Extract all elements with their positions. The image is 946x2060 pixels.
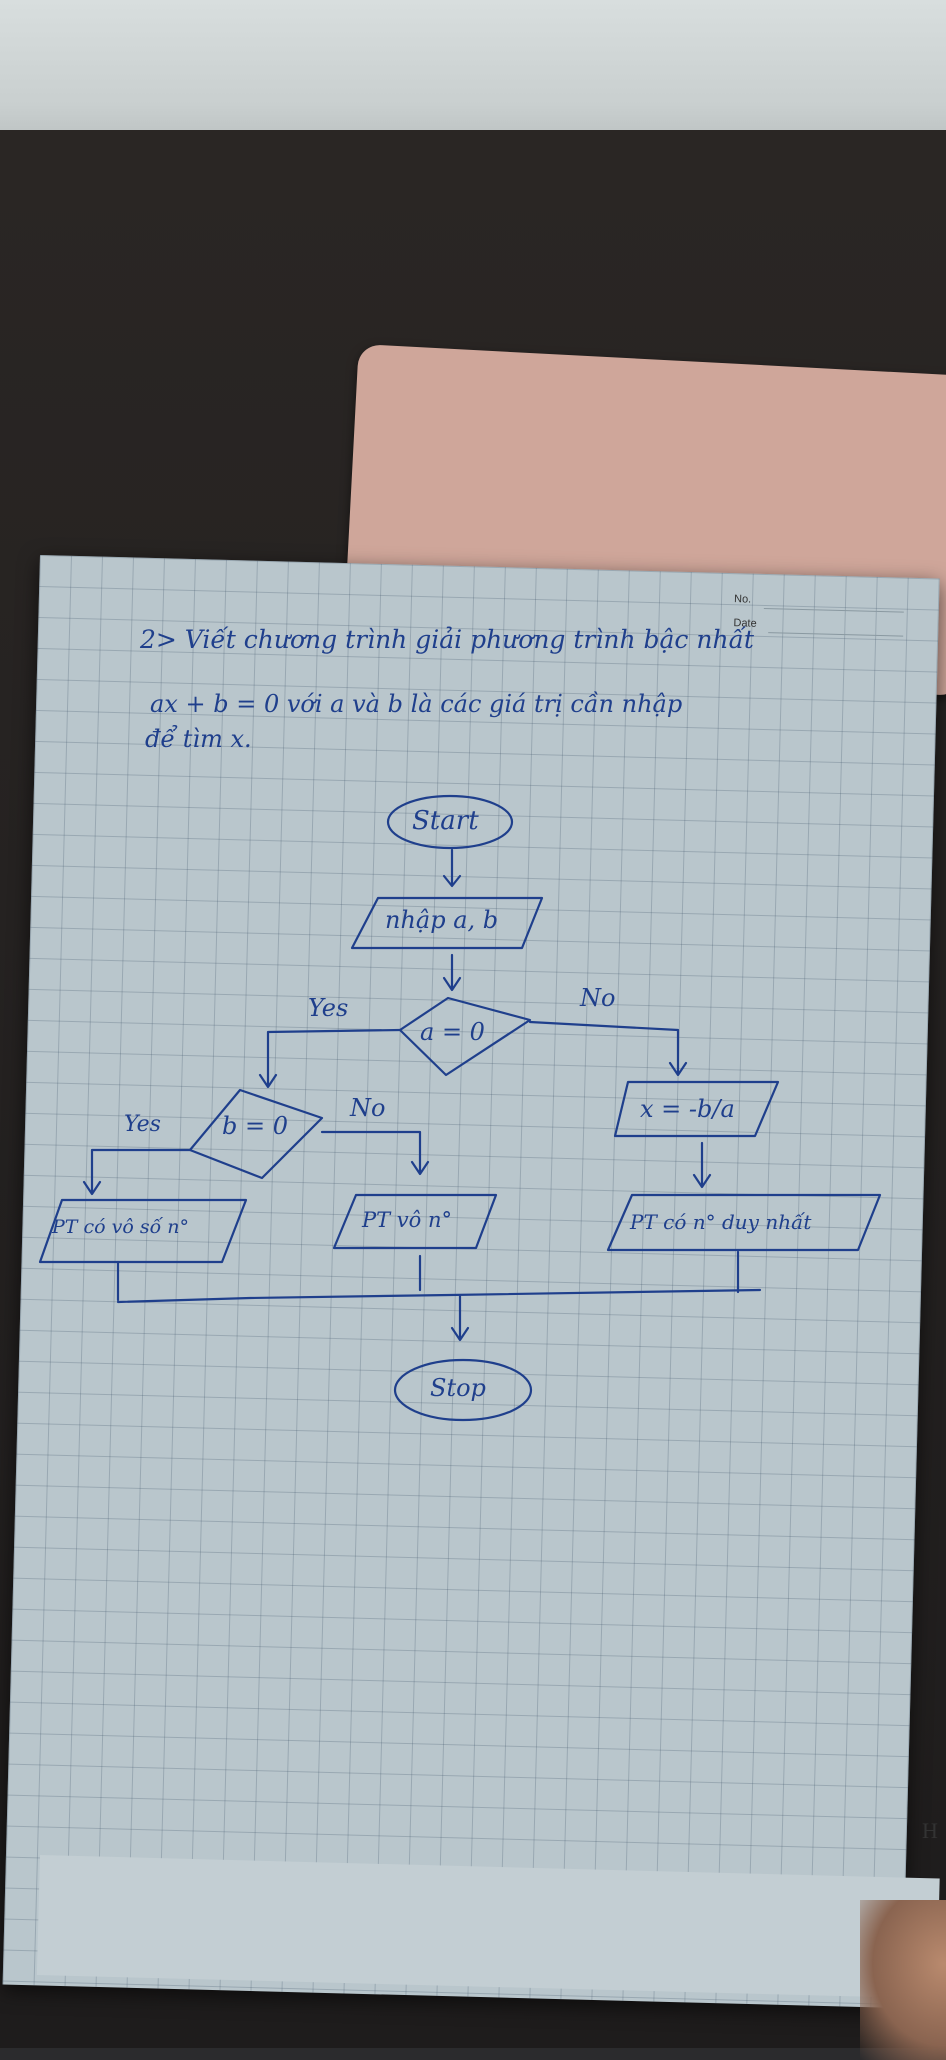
hand-fragment bbox=[860, 1900, 946, 2060]
join-line bbox=[116, 1288, 762, 1304]
problem-line-2: ax + b = 0 với a và b là các giá trị cần… bbox=[150, 690, 683, 718]
arrow-start-input bbox=[442, 848, 462, 888]
yes-a-label: Yes bbox=[308, 994, 349, 1022]
line-no-a bbox=[528, 1020, 688, 1077]
output-none-label: PT vô n° bbox=[362, 1208, 453, 1232]
problem-line-3: để tìm x. bbox=[145, 725, 252, 753]
stop-label: Stop bbox=[430, 1374, 486, 1402]
start-label: Start bbox=[412, 806, 479, 836]
problem-line-1: 2> Viết chương trình giải phương trình b… bbox=[140, 625, 754, 654]
corner-letter: H bbox=[922, 1818, 938, 1843]
output-unique-label: PT có n° duy nhất bbox=[630, 1210, 812, 1234]
notebook-bottom-edge bbox=[36, 1855, 940, 1999]
line-yes-a bbox=[258, 1028, 402, 1089]
output-unique-box bbox=[606, 1193, 882, 1252]
input-box bbox=[350, 896, 544, 950]
no-b-label: No bbox=[350, 1094, 386, 1122]
line-yes-b bbox=[82, 1148, 192, 1196]
wall-background bbox=[0, 0, 946, 150]
compute-box bbox=[613, 1080, 780, 1138]
arrow-join-stop bbox=[450, 1294, 470, 1342]
no-a-label: No bbox=[580, 984, 616, 1012]
start-terminal bbox=[386, 794, 514, 850]
line-no-b bbox=[320, 1130, 430, 1176]
decision-a-diamond bbox=[398, 996, 532, 1077]
arrow-input-decision bbox=[442, 953, 462, 992]
decision-b-diamond bbox=[188, 1088, 324, 1180]
input-label: nhập a, b bbox=[385, 906, 499, 934]
stop-terminal bbox=[393, 1358, 533, 1422]
output-none-box bbox=[332, 1193, 498, 1250]
decision-b-label: b = 0 bbox=[222, 1112, 288, 1140]
output-infinite-label: PT có vô số n° bbox=[52, 1216, 189, 1238]
decision-a-label: a = 0 bbox=[420, 1018, 485, 1046]
arrow-compute-output bbox=[692, 1141, 712, 1189]
compute-label: x = -b/a bbox=[640, 1095, 735, 1123]
yes-b-label: Yes bbox=[124, 1112, 161, 1137]
output-infinite-box bbox=[38, 1198, 248, 1264]
